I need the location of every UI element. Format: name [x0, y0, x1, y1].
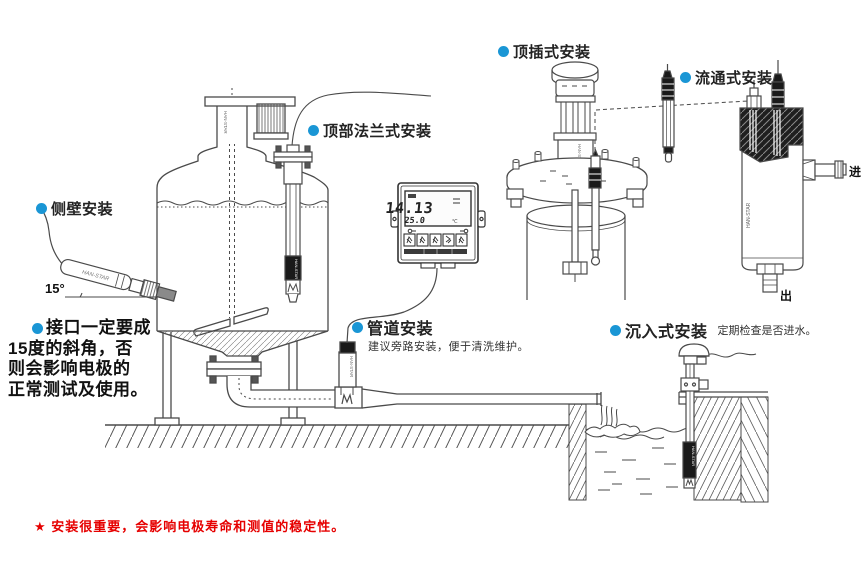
brand-text-insert: HAN-STAR	[577, 144, 582, 165]
bullet-icon	[610, 324, 621, 336]
pipe-label: 管道安装	[367, 321, 434, 338]
submersion-cap	[678, 343, 710, 357]
flow-outlet-fitting	[756, 263, 784, 293]
top-insert-assembly: HAN-STAR	[506, 61, 749, 300]
pool	[568, 391, 769, 503]
pipe-sensor-cap	[339, 341, 356, 354]
tank-top-plate	[204, 96, 296, 107]
electrode-body	[285, 183, 301, 257]
flow-inlet-label: 进	[849, 164, 861, 179]
water-dashes	[595, 447, 678, 495]
bullet-icon	[498, 46, 509, 57]
flange	[273, 144, 313, 169]
angle-note-line: 15度的斜角，否	[8, 338, 133, 358]
drain-pipe	[226, 376, 602, 409]
flange-cable	[291, 91, 432, 147]
liquid-level	[156, 200, 329, 208]
flow-body	[741, 139, 804, 271]
meter-indicators	[407, 228, 469, 234]
meter-secondary-unit: ℃	[452, 219, 458, 225]
meter: 14.13 25.0 ℃	[346, 182, 486, 344]
bullet-icon	[680, 72, 691, 83]
bullet-icon	[36, 203, 47, 214]
bullet-icon	[352, 321, 363, 333]
angle-baseline	[65, 292, 157, 298]
footer-warning: ★ 安装很重要，会影响电极寿命和测值的稳定性。	[34, 519, 346, 534]
label-flow-through: 流通式安装	[680, 67, 773, 88]
pipe-note: 建议旁路安装，便于清洗维护。	[368, 341, 529, 353]
meter-main-reading: 14.13	[385, 199, 435, 217]
angle-note-line: 则会影响电极的	[8, 359, 131, 378]
brand-text-flow: HAN-STAR	[746, 202, 752, 228]
side-probe-tip	[155, 286, 177, 302]
angle-value: 15°	[45, 281, 65, 296]
label-top-insert: 顶插式安装	[498, 41, 591, 62]
side-wall-probe: HAN-STAR 15°	[39, 205, 177, 302]
brand-text-pipe-sensor: HAN-STAR	[349, 356, 354, 377]
pool-left-wall	[568, 403, 587, 501]
brand-text-flange-electrode: HAN-STAR	[294, 259, 299, 279]
ground-hatching	[105, 424, 569, 448]
flow-inlet-fitting	[802, 159, 847, 181]
insert-electrode	[588, 148, 602, 266]
submersion-sensor: HAN-STAR	[678, 343, 757, 489]
pool-right-wall	[693, 396, 742, 501]
bullet-icon	[32, 322, 43, 334]
meter-mount-tabs	[390, 210, 486, 228]
brand-text-submersion: HAN-STAR	[691, 446, 696, 466]
top-flange-label: 顶部法兰式安装	[323, 123, 432, 140]
submersion-note: 定期检查是否进水。	[717, 325, 817, 337]
standalone-electrode	[661, 64, 675, 163]
tank: HAN-STAR	[154, 88, 329, 426]
sensor-m-mark	[341, 393, 353, 405]
submersion-cable	[702, 352, 757, 358]
bullet-icon	[308, 125, 319, 136]
plate-feet	[506, 188, 644, 208]
earth-bank	[740, 396, 769, 503]
dashed-connector	[594, 100, 749, 165]
motor	[253, 103, 289, 140]
agitator-shaft	[229, 88, 235, 318]
meter-label-strip	[404, 249, 467, 254]
submersion-label: 沉入式安装	[625, 324, 708, 341]
meter-buttons[interactable]	[403, 233, 468, 247]
angle-note-line: 接口一定要成	[8, 318, 183, 339]
flow-through-label: 流通式安装	[695, 70, 773, 87]
brand-text-neck: HAN-STAR	[223, 111, 228, 134]
flow-outlet-label: 出	[780, 288, 792, 303]
pipe-sensor: HAN-STAR	[334, 341, 363, 409]
angle-note-text: 接口一定要成	[46, 318, 151, 337]
meter-secondary-reading: 25.0	[404, 216, 426, 226]
splash	[584, 423, 641, 438]
angle-note-block: 接口一定要成 15度的斜角，否 则会影响电极的 正常测试及使用。	[8, 318, 183, 400]
side-wall-label: 侧壁安装	[51, 201, 114, 218]
label-submersion: 沉入式安装 定期检查是否进水。	[610, 318, 817, 342]
submersion-clamp	[680, 377, 709, 392]
insert-agitator	[562, 189, 588, 282]
angle-note-line: 正常测试及使用。	[8, 379, 148, 399]
meter-feet	[420, 262, 456, 269]
tank-legs	[154, 332, 306, 426]
top-insert-label: 顶插式安装	[513, 44, 591, 61]
label-side-wall: 侧壁安装	[36, 198, 113, 219]
waterfall	[584, 404, 641, 438]
label-top-flange: 顶部法兰式安装	[308, 120, 432, 141]
top-flange-electrode: HAN-STAR	[273, 91, 432, 303]
meter-cable	[346, 267, 438, 344]
flow-through-device: HAN-STAR 进 出	[739, 60, 861, 303]
label-pipe: 管道安装	[352, 315, 433, 339]
